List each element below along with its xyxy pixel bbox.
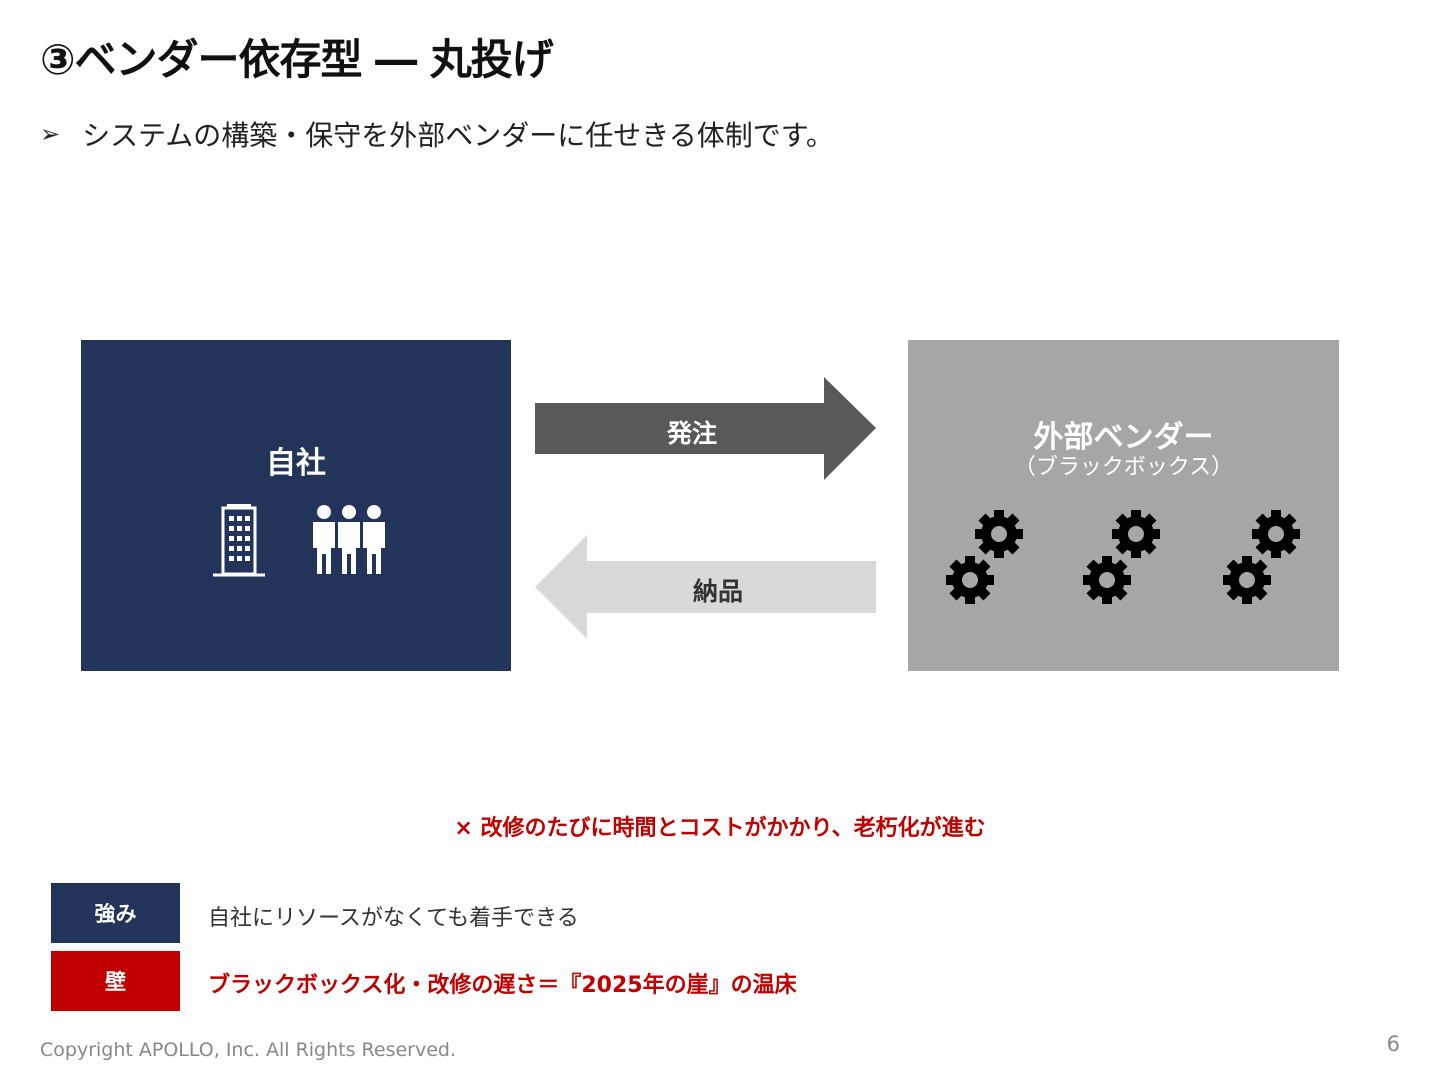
wall-text: ブラックボックス化・改修の遅さ＝『2025年の崖』の温床: [208, 973, 797, 998]
order-arrow-label: 発注: [666, 419, 717, 448]
strength-tag: 強み: [51, 883, 180, 943]
gears-icon: [1083, 510, 1160, 604]
office-building-icon: [213, 504, 265, 577]
slide-title: ③ベンダー依存型 ― 丸投げ: [40, 35, 554, 84]
vendor-label: 外部ベンダー: [1033, 420, 1214, 455]
delivery-arrow: [535, 535, 876, 639]
gears-icon: [1223, 510, 1300, 604]
page-number: 6: [1386, 1032, 1400, 1056]
company-box: 自社: [81, 340, 511, 671]
order-arrow: [535, 377, 876, 480]
warning-text: × 改修のたびに時間とコストがかかり、老朽化が進む: [454, 816, 986, 841]
company-label: 自社: [266, 446, 326, 481]
wall-tag: 壁: [51, 951, 180, 1011]
intro-bullet: ➢ システムの構築・保守を外部ベンダーに任せきる体制です。: [40, 114, 834, 154]
copyright: Copyright APOLLO, Inc. All Rights Reserv…: [40, 1039, 457, 1061]
gears-icon: [946, 510, 1023, 604]
intro-text: システムの構築・保守を外部ベンダーに任せきる体制です。: [82, 119, 834, 152]
vendor-sublabel: （ブラックボックス）: [1013, 455, 1234, 480]
delivery-arrow-label: 納品: [692, 577, 743, 606]
strength-text: 自社にリソースがなくても着手できる: [208, 906, 579, 931]
vendor-box: 外部ベンダー （ブラックボックス）: [908, 340, 1339, 671]
arrowhead-bullet-icon: ➢: [40, 120, 61, 148]
people-group-icon: [313, 505, 385, 574]
